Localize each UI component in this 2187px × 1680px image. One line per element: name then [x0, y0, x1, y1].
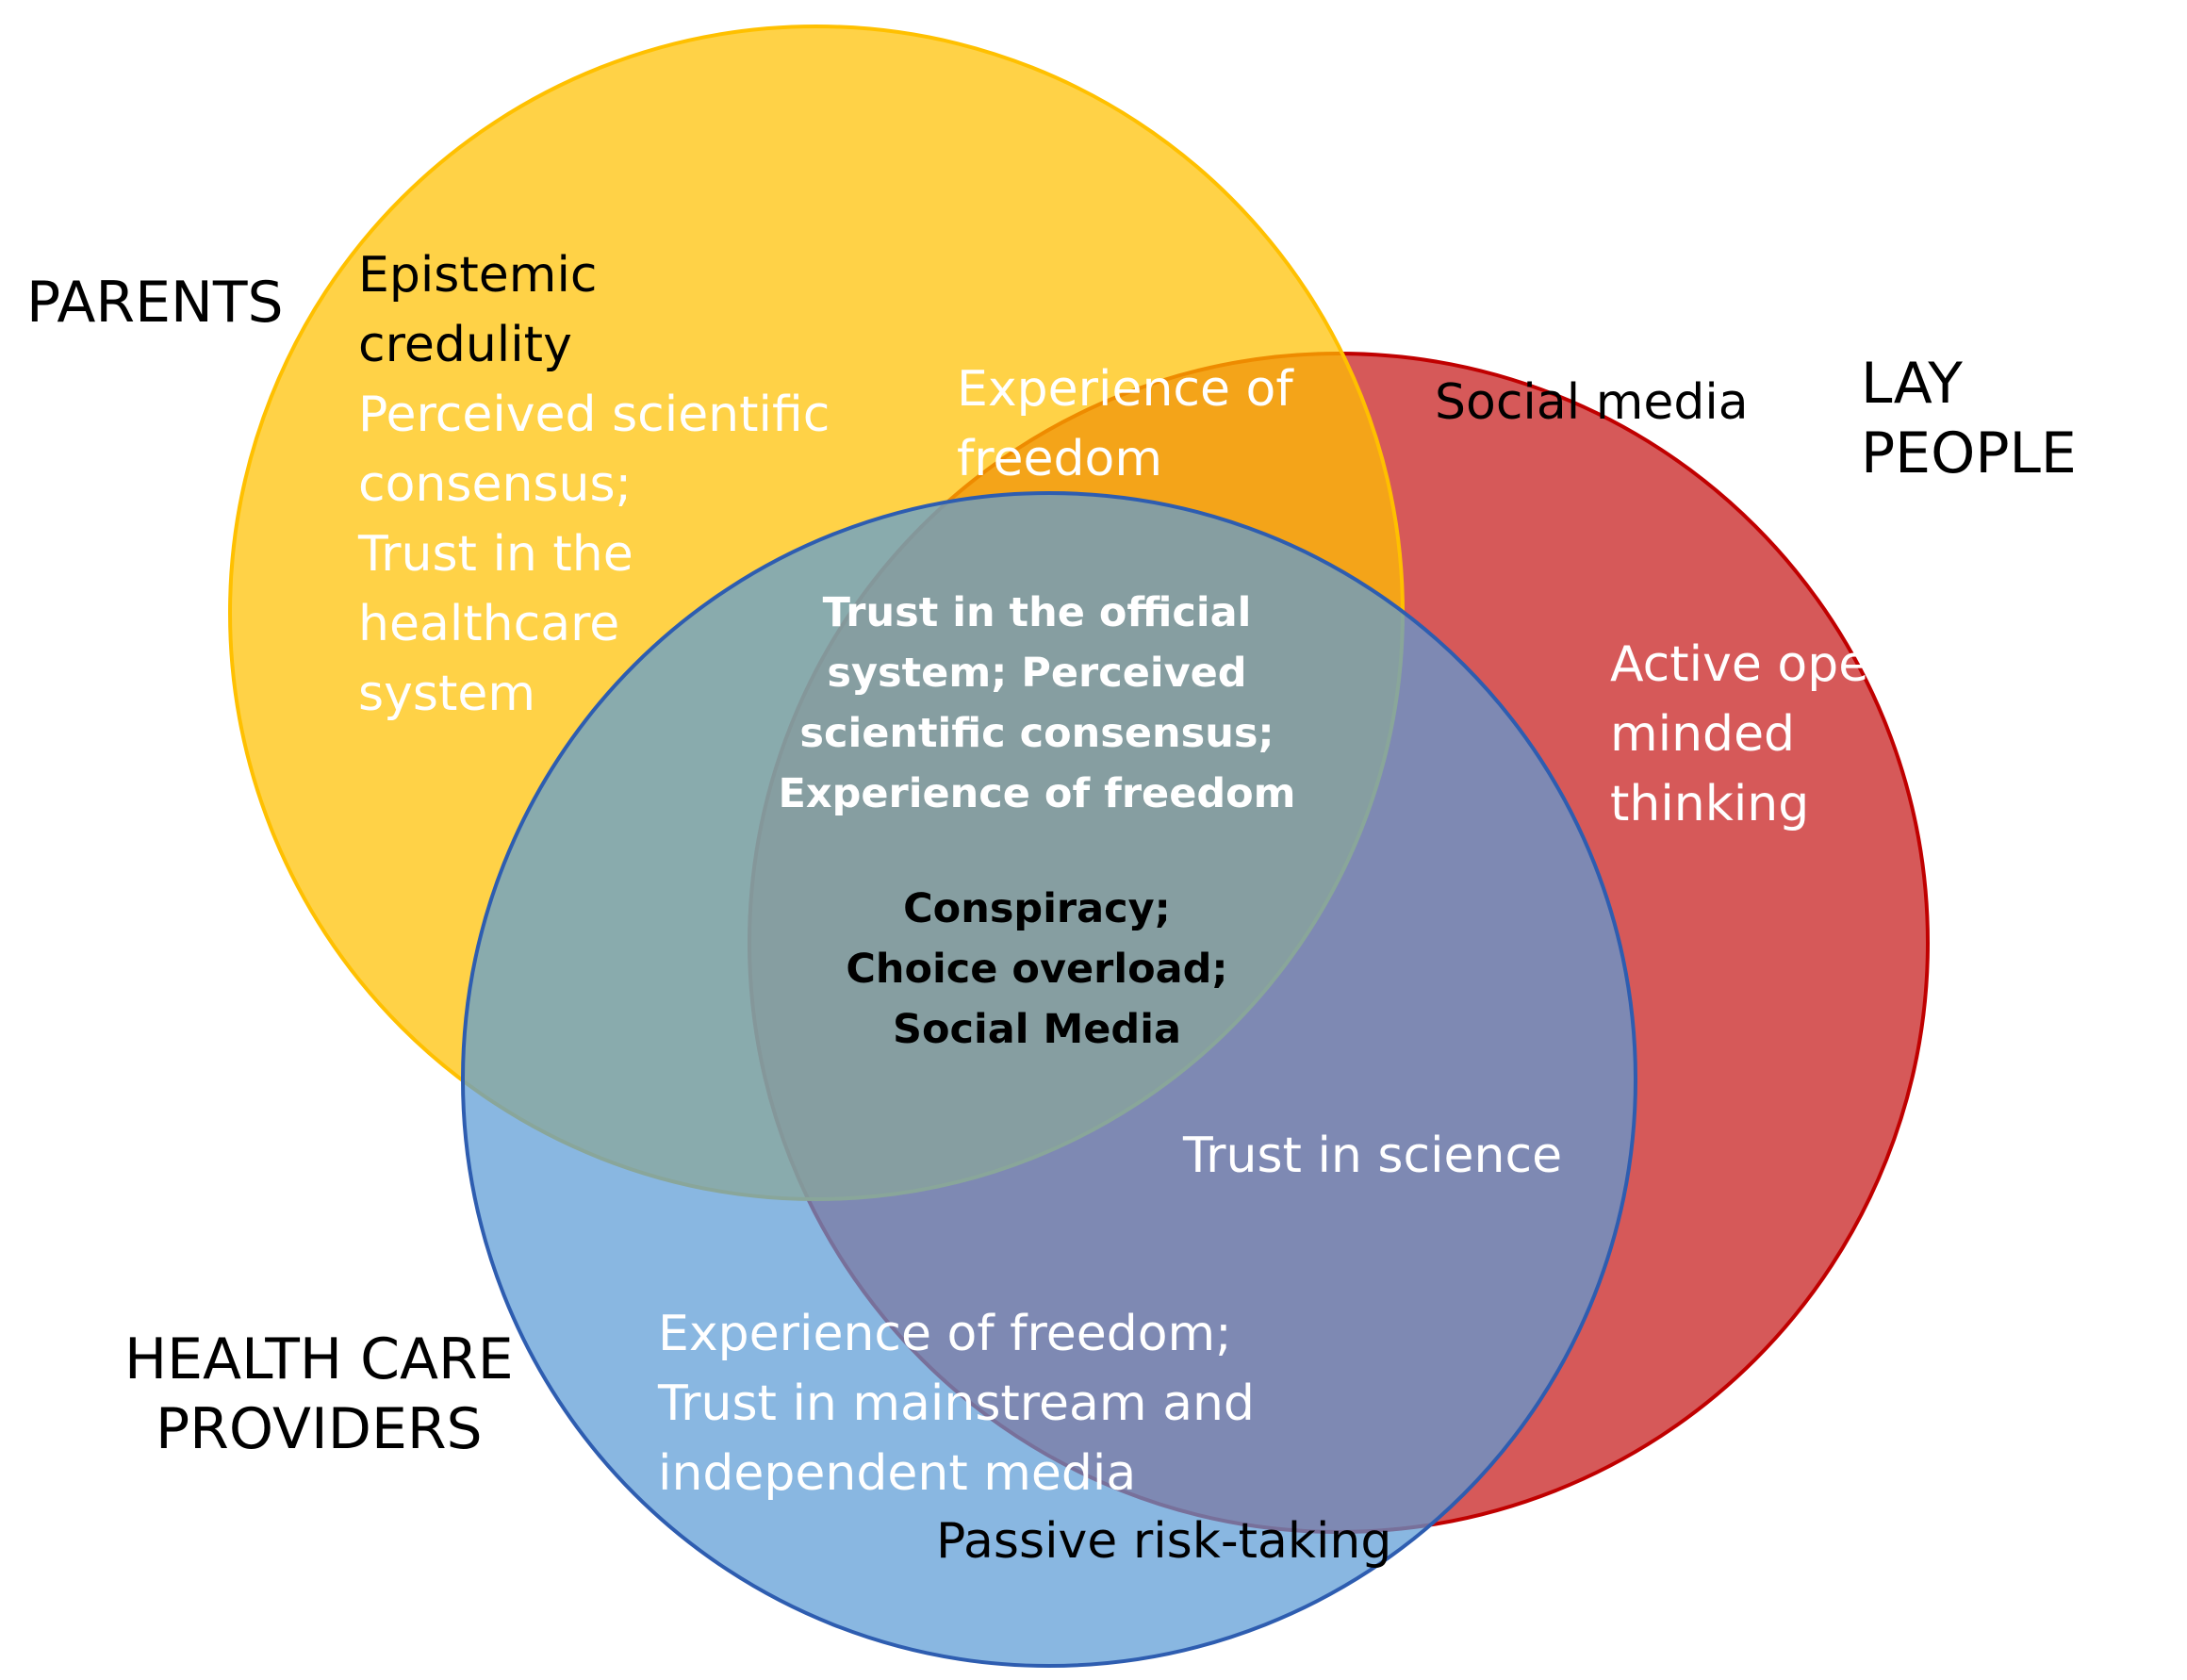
lay-people-label: LAY PEOPLE [1861, 351, 2077, 486]
parents-only-light-text: Perceived scientific consensus; Trust in… [358, 387, 830, 722]
lay-only-light-text: Active open- minded thinking [1610, 636, 1917, 832]
lay-health-intersection-text: Trust in science [1183, 1128, 1563, 1184]
health-care-providers-circle [461, 491, 1637, 1668]
health-care-providers-label: HEALTH CARE PROVIDERS [124, 1326, 514, 1462]
parents-only-dark-text: Epistemic credulity [358, 247, 598, 373]
center-intersection-dark-text: Conspiracy; Choice overload; Social Medi… [846, 885, 1228, 1053]
parents-label: PARENTS [26, 270, 284, 336]
parents-lay-intersection-text: Experience of freedom [957, 361, 1293, 487]
health-only-light-text: Experience of freedom; Trust in mainstre… [658, 1306, 1255, 1502]
lay-only-dark-text: Social media [1435, 374, 1749, 431]
center-intersection-light-text: Trust in the official system; Perceived … [778, 589, 1296, 817]
health-only-dark-text: Passive risk-taking [936, 1513, 1392, 1570]
